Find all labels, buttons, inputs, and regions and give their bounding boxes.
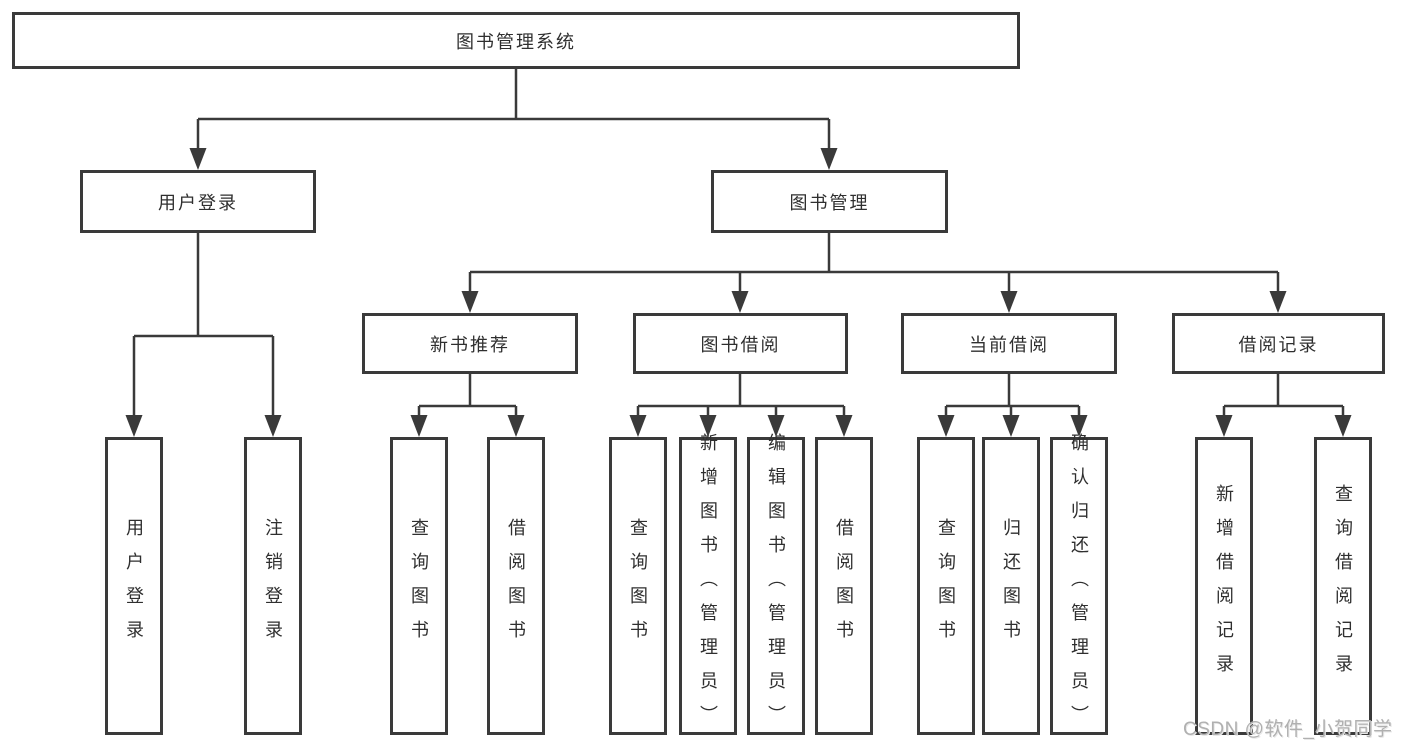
leaf-query-borrow-record: 查询借阅记录 (1314, 437, 1372, 735)
leaf-add-borrow-record-label: 新增借阅记录 (1214, 484, 1234, 688)
leaf-borrow-books-borrowing-label: 借阅图书 (834, 518, 854, 654)
leaf-return-books: 归还图书 (982, 437, 1040, 735)
node-book-management: 图书管理 (711, 170, 948, 233)
csdn-watermark: CSDN @软件_小贺同学 (1183, 719, 1393, 740)
node-borrow-records: 借阅记录 (1172, 313, 1385, 374)
node-library-system-label: 图书管理系统 (456, 31, 576, 52)
node-library-system: 图书管理系统 (12, 12, 1020, 69)
node-borrow-records-label: 借阅记录 (1238, 334, 1319, 355)
node-new-book-recommend: 新书推荐 (362, 313, 578, 374)
node-book-borrowing: 图书借阅 (633, 313, 848, 374)
leaf-return-books-label: 归还图书 (1001, 518, 1021, 654)
leaf-add-book-admin-label: 新增图书（管理员） (698, 433, 718, 739)
node-new-book-recommend-label: 新书推荐 (430, 334, 510, 355)
leaf-add-borrow-record: 新增借阅记录 (1195, 437, 1253, 735)
leaf-edit-book-admin-label: 编辑图书（管理员） (766, 433, 786, 739)
leaf-user-login: 用户登录 (105, 437, 163, 735)
leaf-logout-label: 注销登录 (263, 518, 283, 654)
leaf-query-books-current: 查询图书 (917, 437, 975, 735)
leaf-edit-book-admin: 编辑图书（管理员） (747, 433, 805, 739)
node-book-borrowing-label: 图书借阅 (700, 334, 781, 355)
node-current-borrowing-label: 当前借阅 (969, 334, 1049, 355)
leaf-query-books-current-label: 查询图书 (936, 518, 956, 654)
leaf-borrow-books-recommend-label: 借阅图书 (506, 518, 526, 654)
leaf-query-books-borrowing-label: 查询图书 (628, 518, 648, 654)
leaf-logout: 注销登录 (244, 437, 302, 735)
node-current-borrowing: 当前借阅 (901, 313, 1117, 374)
leaf-borrow-books-recommend: 借阅图书 (487, 437, 545, 735)
node-user-login-label: 用户登录 (158, 192, 238, 213)
leaf-confirm-return-admin: 确认归还（管理员） (1050, 433, 1108, 739)
node-user-login: 用户登录 (80, 170, 316, 233)
leaf-query-books-recommend: 查询图书 (390, 437, 448, 735)
leaf-query-borrow-record-label: 查询借阅记录 (1333, 484, 1353, 688)
leaf-user-login-label: 用户登录 (124, 518, 144, 654)
leaf-query-books-borrowing: 查询图书 (609, 437, 667, 735)
node-book-management-label: 图书管理 (789, 192, 870, 213)
leaf-confirm-return-admin-label: 确认归还（管理员） (1069, 433, 1089, 739)
leaf-add-book-admin: 新增图书（管理员） (679, 433, 737, 739)
leaf-query-books-recommend-label: 查询图书 (409, 518, 429, 654)
leaf-borrow-books-borrowing: 借阅图书 (815, 437, 873, 735)
